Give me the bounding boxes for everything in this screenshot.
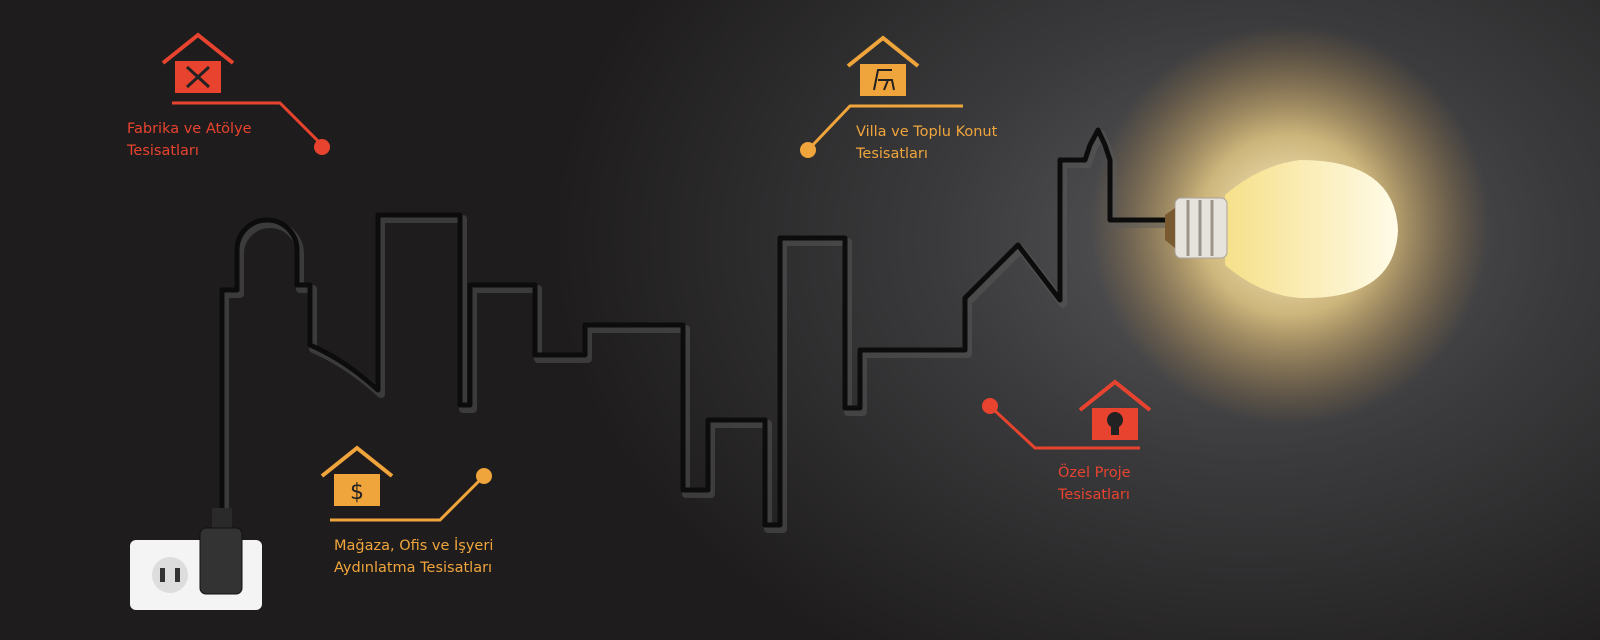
svg-text:$: $ — [350, 480, 364, 505]
connector-ozel — [982, 398, 1140, 450]
house-tools-icon — [161, 32, 235, 93]
cable-skyline — [219, 127, 1168, 533]
connector-fabrika — [172, 101, 330, 155]
service-subtitle: Aydınlatma Tesisatları — [334, 560, 493, 576]
house-bulb-icon — [1078, 379, 1152, 440]
connector-villa — [800, 104, 963, 158]
service-subtitle: Tesisatları — [856, 146, 928, 162]
service-title: Mağaza, Ofis ve İşyeri — [334, 538, 494, 554]
service-label-magaza[interactable]: Mağaza, Ofis ve İşyeri Aydınlatma Tesisa… — [334, 535, 493, 579]
house-chair-icon — [846, 35, 920, 96]
house-dollar-icon: $ — [320, 445, 394, 506]
service-label-ozel[interactable]: Özel Proje Tesisatları — [1058, 462, 1131, 506]
service-subtitle: Tesisatları — [1058, 487, 1130, 503]
service-subtitle: Tesisatları — [127, 143, 199, 159]
service-label-fabrika[interactable]: Fabrika ve Atölye Tesisatları — [127, 118, 252, 162]
service-label-villa[interactable]: Villa ve Toplu Konut Tesisatları — [856, 121, 997, 165]
service-title: Fabrika ve Atölye — [127, 121, 252, 137]
connector-magaza — [330, 468, 492, 522]
service-title: Özel Proje — [1058, 465, 1131, 481]
service-title: Villa ve Toplu Konut — [856, 124, 998, 140]
light-bulb-icon — [1165, 160, 1398, 299]
plug — [199, 508, 243, 595]
